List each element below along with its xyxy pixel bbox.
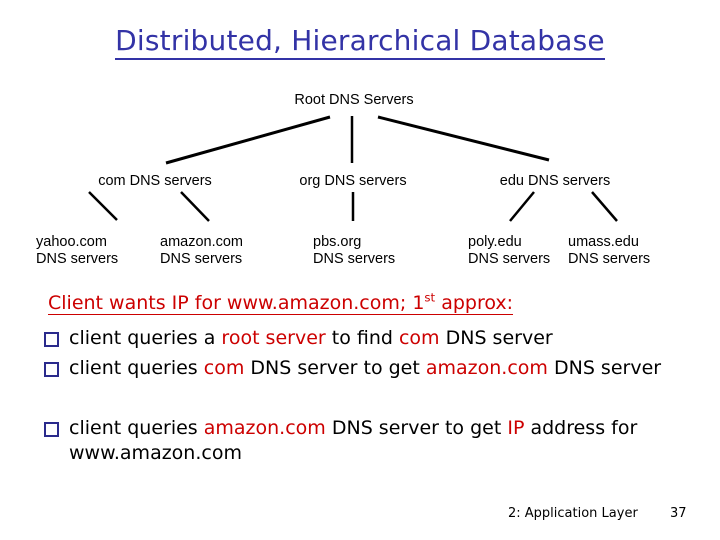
text-run: com	[203, 357, 245, 379]
text-run: amazon.com	[425, 357, 548, 379]
text-run: amazon.com	[203, 417, 326, 439]
bullet-text-2: client queries com DNS server to get ama…	[69, 356, 704, 381]
diagram-node-pbs-line1: pbs.org	[313, 234, 362, 250]
diagram-node-pbs: pbs.org DNS servers	[313, 234, 395, 268]
text-run: IP	[507, 417, 525, 439]
dns-hierarchy-diagram: Root DNS Servers com DNS servers org DNS…	[0, 80, 720, 290]
body-heading-prefix: Client wants IP for www.amazon.com; 1	[48, 292, 425, 314]
text-run: to find	[325, 327, 399, 349]
list-item: client queries com DNS server to get ama…	[44, 356, 704, 381]
diagram-node-amazon-line2: DNS servers	[160, 251, 243, 267]
diagram-node-pbs-line2: DNS servers	[313, 251, 396, 267]
diagram-node-org-label: org DNS servers	[299, 173, 407, 189]
bullet-text-1: client queries a root server to find com…	[69, 326, 704, 351]
body-heading-superscript: st	[424, 290, 436, 305]
body-heading-suffix: approx:	[435, 292, 514, 314]
text-run: root server	[221, 327, 326, 349]
diagram-node-org: org DNS servers	[299, 173, 406, 190]
diagram-node-edu-label: edu DNS servers	[499, 173, 611, 189]
text-run: client queries a	[69, 327, 222, 349]
diagram-node-umass-line1: umass.edu	[568, 234, 639, 250]
list-item: client queries amazon.com DNS server to …	[44, 416, 704, 466]
diagram-node-yahoo-line1: yahoo.com	[36, 234, 107, 250]
text-run: DNS server to get	[244, 357, 426, 379]
text-run: DNS server to get	[325, 417, 508, 439]
diagram-node-com: com DNS servers	[98, 173, 212, 190]
square-bullet-icon	[44, 422, 59, 437]
diagram-node-root: Root DNS Servers	[294, 92, 413, 109]
diagram-node-root-label: Root DNS Servers	[294, 92, 414, 108]
footer-label: 2: Application Layer	[508, 506, 638, 521]
square-bullet-icon	[44, 362, 59, 377]
square-bullet-icon	[44, 332, 59, 347]
diagram-node-com-label: com DNS servers	[98, 173, 212, 189]
diagram-node-amazon-line1: amazon.com	[160, 234, 244, 250]
page-title: Distributed, Hierarchical Database	[0, 24, 720, 60]
text-run: com	[398, 327, 440, 349]
diagram-node-poly-line1: poly.edu	[468, 234, 522, 250]
text-run: DNS server	[439, 327, 553, 349]
diagram-node-edu: edu DNS servers	[500, 173, 610, 190]
diagram-node-umass: umass.edu DNS servers	[568, 234, 650, 268]
diagram-node-amazon: amazon.com DNS servers	[160, 234, 243, 268]
diagram-connector-lines	[88, 115, 618, 222]
diagram-node-yahoo-line2: DNS servers	[36, 251, 119, 267]
body-heading: Client wants IP for www.amazon.com; 1st …	[48, 290, 514, 315]
text-run: client queries	[69, 417, 204, 439]
text-run: DNS server	[547, 357, 662, 379]
diagram-node-yahoo: yahoo.com DNS servers	[36, 234, 118, 268]
diagram-node-poly-line2: DNS servers	[468, 251, 551, 267]
bullet-text-3: client queries amazon.com DNS server to …	[69, 416, 704, 466]
footer-page-number: 37	[670, 506, 687, 521]
text-run: client queries	[69, 357, 204, 379]
list-item: client queries a root server to find com…	[44, 326, 704, 351]
diagram-node-poly: poly.edu DNS servers	[468, 234, 550, 268]
diagram-node-umass-line2: DNS servers	[568, 251, 651, 267]
page-title-text: Distributed, Hierarchical Database	[115, 24, 605, 60]
text-run: address for www.amazon.com	[69, 417, 638, 464]
